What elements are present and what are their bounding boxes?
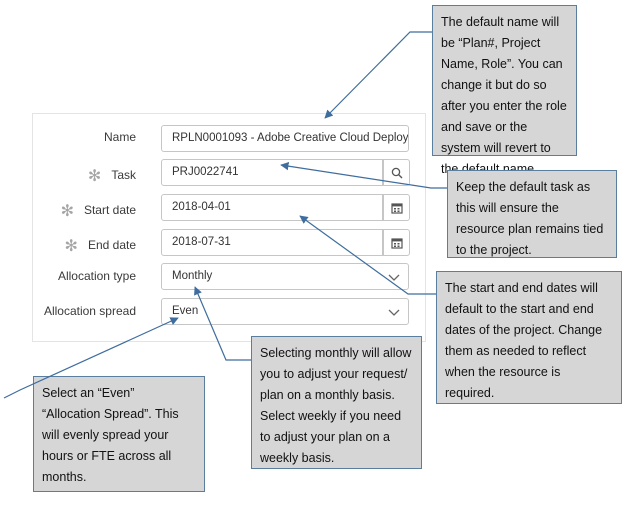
calendar-icon: [390, 202, 403, 214]
end-date-label: ✻End date: [64, 238, 136, 255]
required-marker: ✻: [87, 168, 102, 185]
allocation-type-label: Allocation type: [57, 269, 136, 283]
start-date-label: ✻Start date: [60, 203, 136, 220]
name-label: Name: [103, 130, 136, 144]
note-default-task: Keep the default task as this will ensur…: [447, 170, 617, 258]
allocation-type-select[interactable]: Monthly: [161, 263, 409, 290]
arrow-to-allocation-spread: [3, 317, 179, 399]
required-marker: ✻: [64, 238, 78, 255]
arrow-to-allocation-type: [194, 286, 251, 361]
required-marker: ✻: [60, 203, 74, 220]
task-label: ✻Task: [87, 168, 136, 185]
note-dates: The start and end dates will default to …: [436, 271, 622, 404]
task-lookup-button[interactable]: [383, 159, 410, 186]
note-default-name: The default name will be “Plan#, Project…: [432, 5, 577, 176]
name-field[interactable]: RPLN0001093 - Adobe Creative Cloud Deplo…: [161, 125, 409, 152]
search-icon: [391, 167, 402, 178]
chevron-down-icon: [388, 274, 400, 281]
allocation-spread-label: Allocation spread: [43, 304, 136, 318]
allocation-spread-select[interactable]: Even: [161, 298, 409, 325]
chevron-down-icon: [388, 309, 400, 316]
start-date-calendar-button[interactable]: [383, 194, 410, 221]
arrow-to-task: [280, 161, 447, 189]
start-date-field[interactable]: 2018-04-01: [161, 194, 383, 221]
end-date-calendar-button[interactable]: [383, 229, 410, 256]
end-date-field[interactable]: 2018-07-31: [161, 229, 383, 256]
note-allocation-type: Selecting monthly will allow you to adju…: [251, 336, 422, 469]
note-allocation-spread: Select an “Even” “Allocation Spread”. Th…: [33, 376, 205, 492]
arrow-to-name: [324, 31, 432, 119]
task-field[interactable]: PRJ0022741: [161, 159, 383, 186]
calendar-icon: [390, 237, 403, 249]
arrow-to-dates: [299, 215, 436, 295]
